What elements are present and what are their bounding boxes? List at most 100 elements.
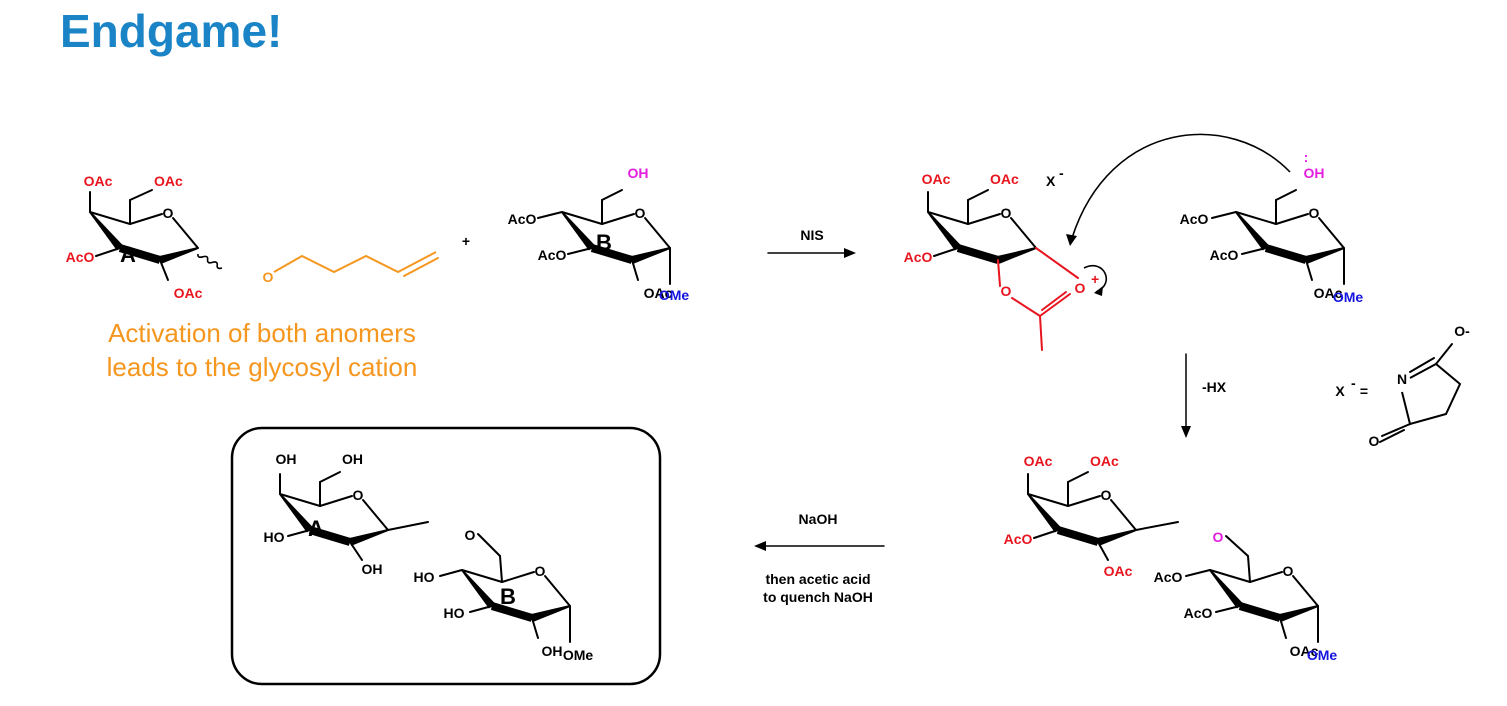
bond bbox=[1279, 617, 1287, 639]
ome-label: OMe bbox=[1333, 289, 1364, 305]
oac-label: OAc bbox=[1024, 453, 1053, 469]
oxocarbenium: O bbox=[1075, 280, 1086, 296]
final-b-wedge bbox=[530, 605, 571, 622]
cation-bond bbox=[967, 213, 1001, 225]
arrowhead bbox=[754, 541, 766, 551]
condition-hx: -HX bbox=[1202, 379, 1227, 395]
bond bbox=[537, 211, 563, 219]
final-b-wedge bbox=[461, 569, 496, 609]
bond bbox=[1305, 259, 1313, 281]
oac-label: OAc bbox=[990, 171, 1019, 187]
acceptor-ring-oxygen: O bbox=[635, 205, 646, 221]
final-b-ring-oxygen: O bbox=[535, 563, 546, 579]
pentenyl-oxygen: O bbox=[263, 269, 274, 285]
bond bbox=[531, 617, 539, 639]
bond bbox=[1247, 555, 1251, 583]
arrowhead bbox=[1066, 234, 1077, 246]
bond bbox=[1381, 423, 1411, 437]
aco-label: AcO bbox=[1180, 211, 1209, 227]
bond bbox=[129, 189, 153, 201]
ring-label-b: B bbox=[500, 584, 516, 609]
carbonyl-oxygen: O bbox=[1369, 433, 1380, 449]
acceptor2-bond bbox=[1275, 213, 1309, 225]
cation-wedge bbox=[956, 244, 1000, 264]
bond bbox=[1185, 569, 1211, 577]
acceptor-wedge bbox=[590, 244, 634, 264]
ring-label-a: A bbox=[308, 516, 324, 541]
donor-ring-oxygen: O bbox=[163, 205, 174, 221]
arrowhead bbox=[1094, 286, 1103, 296]
oac-label: OAc bbox=[154, 173, 183, 189]
bond bbox=[601, 189, 623, 201]
annotation-line-2: leads to the glycosyl cation bbox=[107, 352, 418, 382]
oac-label: OAc bbox=[84, 173, 113, 189]
ome-label: OMe bbox=[1307, 647, 1338, 663]
methyl-bond bbox=[1039, 315, 1043, 351]
pentenyl-double-bond bbox=[403, 257, 439, 277]
nitrogen-label: N bbox=[1397, 371, 1407, 387]
acceptor2-bond bbox=[1235, 211, 1277, 225]
final-b-bond bbox=[461, 569, 503, 583]
acceptor2-wedge bbox=[1304, 247, 1345, 264]
dioxolane-bond bbox=[1011, 297, 1041, 317]
aco-label: AcO bbox=[1184, 605, 1213, 621]
product-box bbox=[230, 426, 662, 686]
arrowhead bbox=[1181, 426, 1191, 438]
x-definition: X bbox=[1335, 383, 1345, 399]
prot-a-bond bbox=[1110, 499, 1137, 531]
aco-label: AcO bbox=[1210, 247, 1239, 263]
aco-label: AcO bbox=[508, 211, 537, 227]
glycosidic-oxygen: O bbox=[465, 527, 476, 543]
bond bbox=[469, 605, 493, 613]
oac-label: OAc bbox=[1090, 453, 1119, 469]
attack-arrow bbox=[1071, 133, 1291, 239]
annotation-line-1: Activation of both anomers bbox=[108, 318, 416, 348]
bond bbox=[631, 259, 639, 281]
bond bbox=[159, 259, 169, 281]
charge-minus: - bbox=[1059, 165, 1064, 181]
prot-b-bond bbox=[1292, 575, 1319, 607]
oxide-label: O- bbox=[1454, 323, 1470, 339]
ome-label: OMe bbox=[659, 287, 690, 303]
ho-label: HO bbox=[414, 569, 435, 585]
arrowhead bbox=[844, 248, 856, 258]
bond bbox=[1275, 189, 1297, 201]
succinimide-double-bond bbox=[1409, 357, 1435, 373]
donor-bond bbox=[129, 213, 163, 225]
final-a-bond bbox=[362, 499, 389, 531]
bond bbox=[439, 569, 463, 577]
prot-b-wedge bbox=[1238, 602, 1282, 622]
donor-wedge bbox=[118, 244, 162, 264]
ho-label: HO bbox=[444, 605, 465, 621]
oac-label: OAc bbox=[1290, 643, 1319, 659]
bond bbox=[1067, 471, 1089, 483]
final-a-wedge bbox=[348, 529, 389, 546]
aco-label: AcO bbox=[904, 249, 933, 265]
bond bbox=[1135, 521, 1179, 531]
lone-pair: : bbox=[1304, 149, 1309, 165]
acceptor2-ring-oxygen: O bbox=[1309, 205, 1320, 221]
bond bbox=[499, 555, 503, 583]
aco-label: AcO bbox=[538, 247, 567, 263]
ome-label: OMe bbox=[563, 647, 594, 663]
acceptor2-wedge bbox=[1264, 244, 1308, 264]
aco-label: AcO bbox=[1154, 569, 1183, 585]
bond bbox=[567, 247, 593, 255]
cation-wedge bbox=[996, 247, 1037, 264]
oac-label: OAc bbox=[644, 285, 673, 301]
succinimide-double-bond bbox=[1379, 429, 1405, 443]
donor-bond bbox=[89, 211, 131, 225]
bond bbox=[349, 541, 363, 561]
bond bbox=[319, 471, 341, 483]
oac-label: OAc bbox=[1104, 563, 1133, 579]
bond bbox=[1241, 247, 1267, 255]
bond bbox=[1435, 343, 1453, 365]
prot-a-wedge bbox=[1056, 526, 1100, 546]
dioxolane-double-bond bbox=[1041, 291, 1067, 311]
final-a-bond bbox=[319, 495, 353, 507]
prot-a-wedge bbox=[1096, 529, 1137, 546]
final-a-ring-oxygen: O bbox=[353, 487, 364, 503]
oh-label: OH bbox=[276, 451, 297, 467]
oac-label: OAc bbox=[174, 285, 203, 301]
page-title: Endgame! bbox=[60, 5, 283, 57]
